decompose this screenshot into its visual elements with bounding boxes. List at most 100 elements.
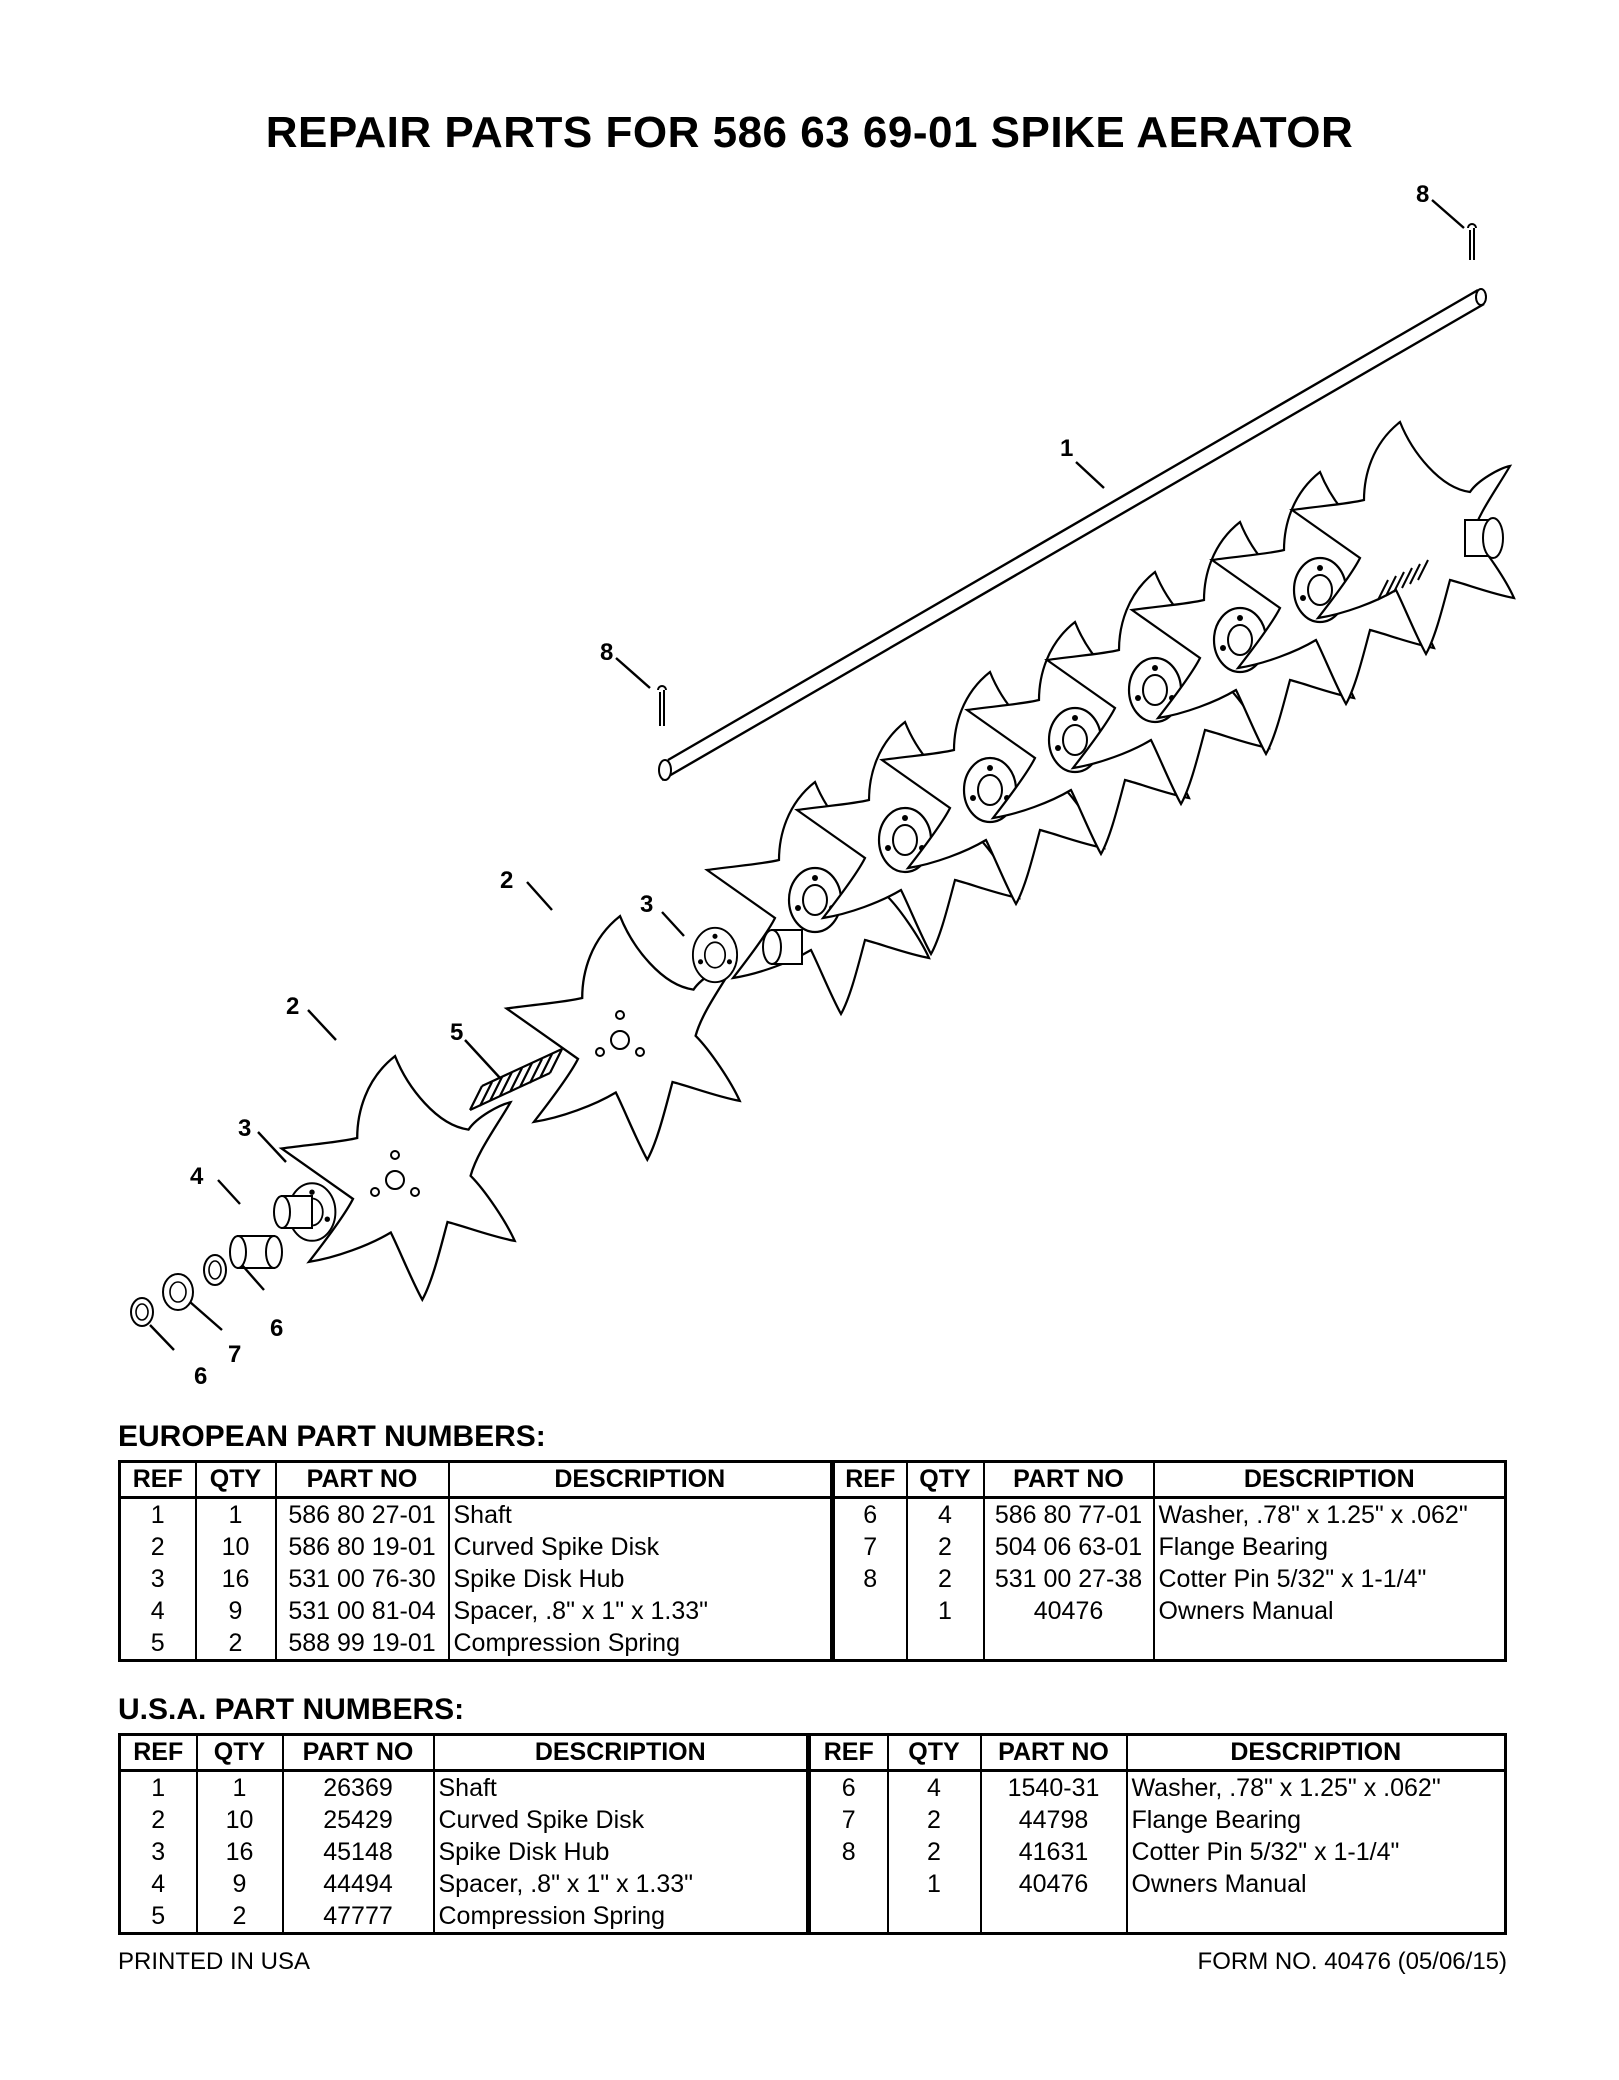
table-cell: 504 06 63-01 [982, 1531, 1154, 1563]
callout-1: 1 [1060, 435, 1073, 462]
table-cell: 1 [886, 1868, 981, 1900]
table-cell [1152, 1627, 1506, 1661]
column-header: REF [806, 1734, 888, 1772]
column-header: DESCRIPTION [447, 1461, 833, 1499]
table-cell: Spacer, .8" x 1" x 1.33" [432, 1868, 809, 1900]
column-header: PART NO [982, 1461, 1154, 1499]
table-cell: 586 80 19-01 [274, 1531, 449, 1563]
table-cell: Spike Disk Hub [432, 1836, 809, 1868]
table-cell: Compression Spring [432, 1900, 809, 1934]
table-cell: 7 [830, 1531, 907, 1563]
column-header: QTY [195, 1734, 283, 1772]
table-cell: 10 [195, 1804, 283, 1836]
table-cell: 1 [194, 1497, 276, 1531]
table-cell: 1 [905, 1595, 984, 1627]
table-cell: Cotter Pin 5/32" x 1-1/4" [1125, 1836, 1506, 1868]
table-cell: 2 [150, 1532, 165, 1561]
table-cell: Compression Spring [447, 1627, 833, 1661]
callout-2-upper: 2 [500, 867, 513, 894]
column-header: PART NO [274, 1461, 449, 1499]
table-cell: 40476 [982, 1595, 1154, 1627]
exploded-parts-diagram: 1 2 2 3 3 4 5 6 6 7 8 8 [130, 181, 1516, 1390]
table-cell: 7 [806, 1804, 888, 1836]
table-cell: 2 [151, 1805, 166, 1834]
table-cell: 44798 [979, 1804, 1127, 1836]
table-cell: Spacer, .8" x 1" x 1.33" [447, 1595, 833, 1627]
table-cell [886, 1900, 981, 1934]
page-title: REPAIR PARTS FOR 586 63 69-01 SPIKE AERA… [265, 108, 1354, 157]
table-cell: 6 [830, 1497, 907, 1531]
column-header: QTY [194, 1461, 276, 1499]
table-cell: 4 [886, 1770, 981, 1804]
table-cell: 586 80 27-01 [274, 1497, 449, 1531]
table-cell: 5 [150, 1628, 165, 1657]
table-cell [905, 1627, 984, 1661]
table-cell: 531 00 27-38 [982, 1563, 1154, 1595]
table-cell: 8 [830, 1563, 907, 1595]
table-cell: 45148 [281, 1836, 434, 1868]
table-cell: 44494 [281, 1868, 434, 1900]
table-cell: 2 [905, 1563, 984, 1595]
table-cell: 2 [886, 1804, 981, 1836]
assembled-spike-disks [705, 420, 1516, 1016]
exploded-parts [130, 223, 1477, 1327]
callout-5: 5 [450, 1019, 463, 1046]
column-header: DESCRIPTION [1152, 1461, 1506, 1499]
table-cell [806, 1868, 888, 1900]
table-cell: 3 [150, 1564, 165, 1593]
table-cell: 1540-31 [979, 1770, 1127, 1804]
table-cell [806, 1900, 888, 1934]
column-header: REF [119, 1461, 196, 1499]
table-cell: 47777 [281, 1900, 434, 1934]
callout-7: 7 [228, 1341, 241, 1368]
table-cell: Spike Disk Hub [447, 1563, 833, 1595]
table-cell: 1 [195, 1770, 283, 1804]
table-cell: 10 [194, 1531, 276, 1563]
table-cell: 9 [195, 1868, 283, 1900]
callout-3-upper: 3 [640, 891, 653, 918]
callout-6-right: 6 [270, 1315, 283, 1342]
table-cell: 41631 [979, 1836, 1127, 1868]
table-cell: 40476 [979, 1868, 1127, 1900]
callout-6-left: 6 [194, 1363, 207, 1390]
table-cell: Shaft [447, 1497, 833, 1531]
table-cell: Shaft [432, 1770, 809, 1804]
table-cell [982, 1627, 1154, 1661]
column-header: PART NO [979, 1734, 1127, 1772]
column-header: REF [830, 1461, 907, 1499]
column-header: DESCRIPTION [432, 1734, 809, 1772]
footer-printed: PRINTED IN USA [118, 1948, 311, 1975]
table-cell: 4 [151, 1869, 166, 1898]
footer-form-number: FORM NO. 40476 (05/06/15) [1197, 1948, 1507, 1975]
table-cell: 6 [806, 1770, 888, 1804]
callout-3-lower: 3 [238, 1115, 251, 1142]
callout-8-top: 8 [1416, 181, 1429, 208]
table-cell: 531 00 76-30 [274, 1563, 449, 1595]
callout-8-mid: 8 [600, 639, 613, 666]
column-header: QTY [886, 1734, 981, 1772]
column-header: QTY [905, 1461, 984, 1499]
table-cell: 1 [151, 1773, 166, 1802]
table-cell: 16 [195, 1836, 283, 1868]
table-cell: Owners Manual [1152, 1595, 1506, 1627]
table-cell: Owners Manual [1125, 1868, 1506, 1900]
table-cell: 586 80 77-01 [982, 1497, 1154, 1531]
table-cell [1125, 1900, 1506, 1934]
table-cell [830, 1595, 907, 1627]
table-cell: 25429 [281, 1804, 434, 1836]
table-cell: 588 99 19-01 [274, 1627, 449, 1661]
table-cell: 2 [194, 1627, 276, 1661]
table-cell: Cotter Pin 5/32" x 1-1/4" [1152, 1563, 1506, 1595]
shaft-drawing [658, 288, 1487, 782]
column-header: REF [119, 1734, 197, 1772]
